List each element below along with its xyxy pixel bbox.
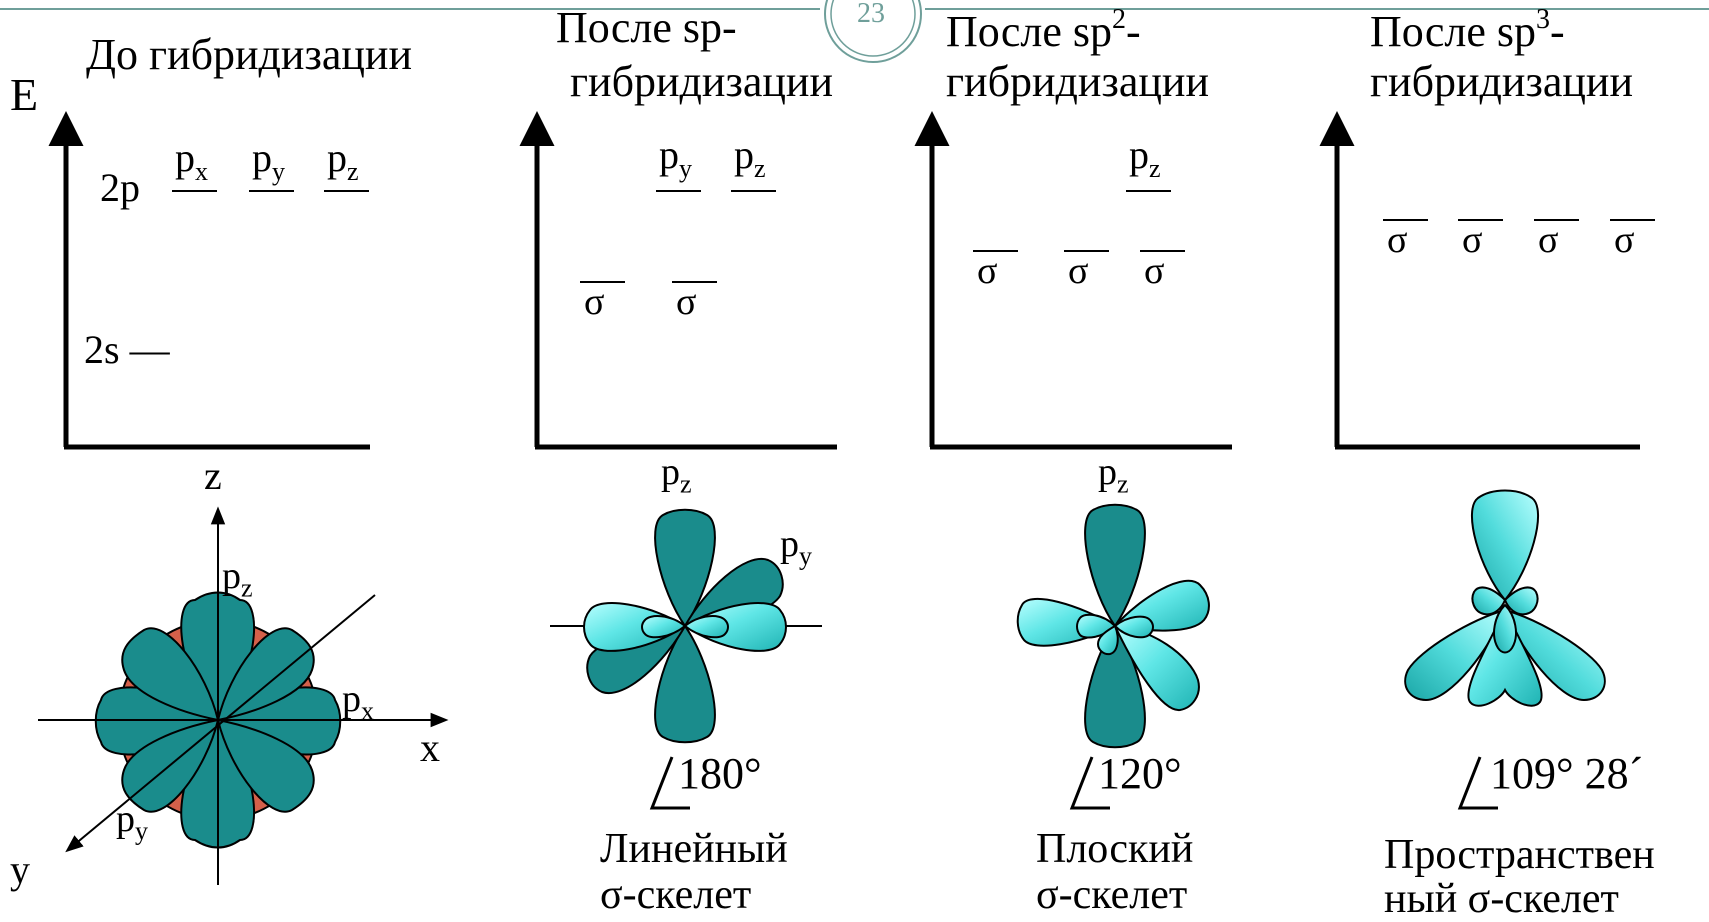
sigma-sp3-2: σ [1462,219,1483,261]
panel-1-title: До гибридизации [86,30,413,79]
axis-z-label: z [204,453,222,498]
panel-4-title-line1: После sp3- [1370,4,1565,56]
level-py-sp [656,190,701,192]
drawing-py-label: py [116,798,148,846]
sp-drawing-pz-label: pz [661,451,692,499]
axis-x-label: x [420,725,440,770]
orbital-pz-label-sp: pz [734,132,766,183]
angle-symbol-3 [1457,756,1498,810]
level-sigma-sp2-1 [973,250,1018,252]
level-2s-label: 2s — [84,327,170,372]
level-pz-sp [731,190,776,192]
level-pz-sp2 [1126,190,1171,192]
sigma-sp-1: σ [584,281,605,323]
orbital-py-label: py [252,135,285,186]
orbital-pz-label-sp2: pz [1129,132,1161,183]
panel-4-title-line2: гибридизации [1370,57,1634,106]
sp-orbitals-drawing [550,508,822,744]
sp3-orbitals-drawing [1404,489,1606,707]
sigma-sp2-3: σ [1144,250,1165,292]
level-px [172,190,217,192]
level-sigma-sp-2 [672,281,717,283]
sigma-sp2-1: σ [977,250,998,292]
sigma-sp3-1: σ [1387,219,1408,261]
level-pz [324,190,369,192]
axis-y-label: y [10,847,30,892]
angle-symbol-2 [1069,756,1110,810]
level-sigma-sp3-1 [1383,219,1428,221]
drawing-px-label: px [342,678,374,726]
skeleton-sp3-line2: ный σ-скелет [1384,876,1619,922]
panel-3-title-line1: После sp2- [946,4,1141,56]
orbital-pz-label: pz [327,135,359,186]
header-rule [0,0,1709,63]
level-2p-label: 2p [100,165,140,210]
angle-symbol-1 [649,756,690,810]
angle-sp: 180° [678,749,762,798]
p-orbitals-drawing [38,506,449,885]
sp-drawing-py-label: py [780,523,812,571]
sp2-drawing-pz-label: pz [1098,451,1129,499]
orbital-px-label: px [175,135,208,186]
level-sigma-sp-1 [580,281,625,283]
sp2-orbitals-drawing [1016,503,1210,749]
panel-3-title-line2: гибридизации [946,57,1210,106]
orbital-py-label-sp: py [659,132,692,183]
sigma-sp2-2: σ [1068,250,1089,292]
level-sigma-sp3-2 [1458,219,1503,221]
slide-number: 23 [857,0,885,29]
skeleton-sp-line1: Линейный [600,826,788,872]
angle-sp3: 109° 28´ [1490,749,1644,798]
level-sigma-sp2-3 [1140,250,1185,252]
panel-2-title-line1: После sp- [556,3,737,52]
energy-axis-4 [1319,111,1640,450]
angle-sp2: 120° [1098,749,1182,798]
level-sigma-sp3-4 [1610,219,1655,221]
sigma-sp3-4: σ [1614,219,1635,261]
level-sigma-sp2-2 [1064,250,1109,252]
energy-axis-1 [48,111,370,450]
drawing-pz-label: pz [222,555,253,603]
skeleton-sp-line2: σ-скелет [600,872,752,918]
level-py [249,190,294,192]
sigma-sp3-3: σ [1538,219,1559,261]
energy-axis-3 [914,111,1232,450]
energy-axis-2 [519,111,837,450]
skeleton-sp2-line2: σ-скелет [1036,872,1188,918]
skeleton-sp3-line1: Пространствен [1384,832,1655,878]
panel-2-title-line2: гибридизации [570,57,834,106]
level-sigma-sp3-3 [1534,219,1579,221]
energy-axis-label: E [10,69,39,120]
skeleton-sp2-line1: Плоский [1036,826,1194,872]
sigma-sp-2: σ [676,281,697,323]
